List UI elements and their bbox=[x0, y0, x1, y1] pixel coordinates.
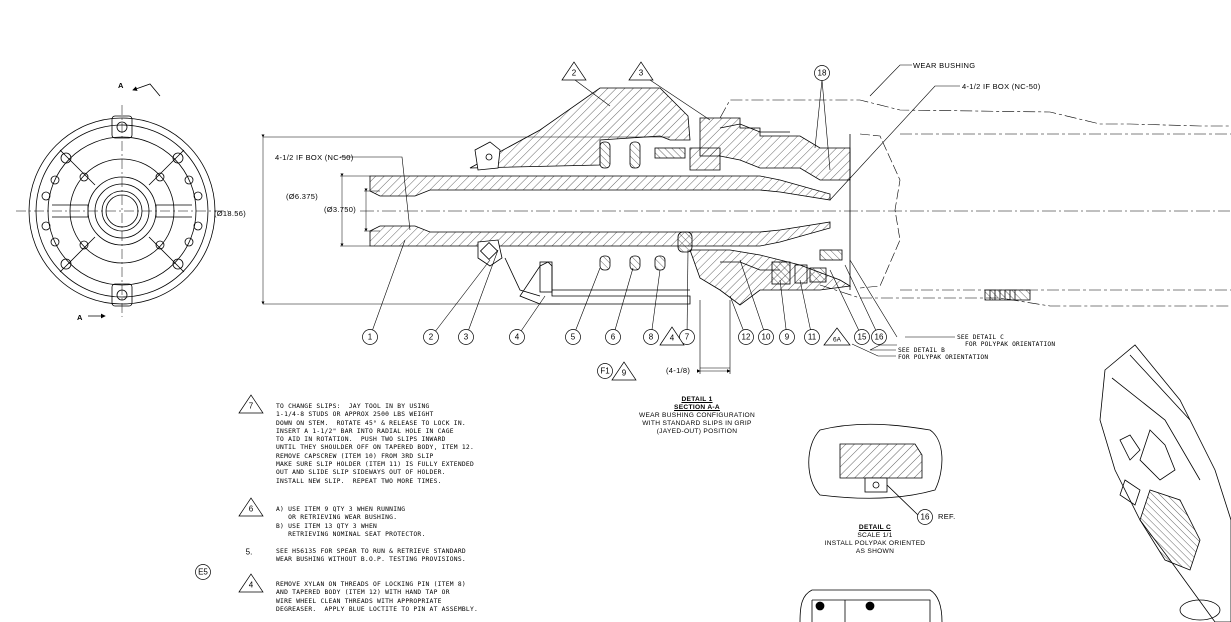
detail-1-section: SECTION A-A bbox=[674, 404, 720, 411]
detail-c-view bbox=[808, 423, 943, 516]
note-5-text: SEE H56135 FOR SPEAR TO RUN & RETRIEVE S… bbox=[276, 548, 466, 564]
svg-text:6A: 6A bbox=[833, 337, 842, 344]
balloon-item-4: 4 bbox=[509, 329, 525, 345]
section-marker-top: A bbox=[118, 81, 124, 90]
balloon-6a: 6A bbox=[823, 327, 851, 346]
svg-text:12: 12 bbox=[742, 333, 751, 342]
thread-callout-right: 4-1/2 IF BOX (NC-50) bbox=[962, 82, 1041, 91]
section-view bbox=[261, 87, 1231, 307]
balloon-item-11: 11 bbox=[804, 329, 820, 345]
svg-text:7: 7 bbox=[685, 333, 690, 342]
balloon-item-15: 15 bbox=[854, 329, 870, 345]
svg-text:5: 5 bbox=[571, 333, 576, 342]
dim-overall-dia: (Ø18.56) bbox=[214, 209, 246, 218]
svg-text:E5: E5 bbox=[198, 568, 208, 577]
detail-c-line2: INSTALL POLYPAK ORIENTED bbox=[824, 540, 926, 547]
delta-2: 2 bbox=[572, 69, 577, 78]
svg-text:18: 18 bbox=[818, 69, 827, 78]
balloon-item-9: 9 bbox=[779, 329, 795, 345]
delta-3: 3 bbox=[639, 69, 644, 78]
delta-note-6: 6 bbox=[249, 505, 254, 514]
svg-text:9: 9 bbox=[785, 333, 790, 342]
note-6-text: A) USE ITEM 9 QTY 3 WHEN RUNNING OR RETR… bbox=[276, 506, 426, 538]
see-detail-c-line2: FOR POLYPAK ORIENTATION bbox=[965, 341, 1055, 348]
detail-1-line2: WITH STANDARD SLIPS IN GRIP bbox=[642, 420, 752, 427]
balloon-item-12: 12 bbox=[738, 329, 754, 345]
svg-text:3: 3 bbox=[464, 333, 469, 342]
leader-lines bbox=[340, 64, 960, 374]
section-marker-bottom: A bbox=[77, 313, 83, 322]
svg-text:10: 10 bbox=[762, 333, 771, 342]
note-5-number: 5. bbox=[246, 548, 253, 557]
svg-text:16: 16 bbox=[921, 513, 930, 522]
detail-1-line3: (JAYED-OUT) POSITION bbox=[656, 428, 738, 435]
end-view bbox=[16, 83, 228, 319]
svg-text:16: 16 bbox=[875, 333, 884, 342]
detail-1-line1: WEAR BUSHING CONFIGURATION bbox=[638, 412, 756, 419]
detail-c-line3: AS SHOWN bbox=[855, 548, 895, 555]
note-7-text: TO CHANGE SLIPS: JAY TOOL IN BY USING 1-… bbox=[276, 403, 475, 485]
balloon-f1: F1 bbox=[597, 363, 613, 379]
see-detail-b-line2: FOR POLYPAK ORIENTATION bbox=[898, 354, 988, 361]
svg-text:4: 4 bbox=[515, 333, 520, 342]
detail-c-line1: SCALE 1/1 bbox=[857, 532, 893, 539]
balloon-item-8: 8 bbox=[643, 329, 659, 345]
balloon-item-1: 1 bbox=[362, 329, 378, 345]
delta-flags bbox=[238, 61, 685, 593]
wear-bushing-callout: WEAR BUSHING bbox=[913, 61, 975, 70]
balloon-item-2: 2 bbox=[423, 329, 439, 345]
balloon-item-3: 3 bbox=[458, 329, 474, 345]
detail-c-title: DETAIL C bbox=[858, 524, 892, 531]
balloon-e5: E5 bbox=[195, 564, 211, 580]
balloon-detail-c-16: 16 bbox=[917, 509, 933, 525]
delta-note-7: 7 bbox=[249, 402, 254, 411]
balloon-item-5: 5 bbox=[565, 329, 581, 345]
delta-note-4: 4 bbox=[249, 581, 254, 590]
svg-text:2: 2 bbox=[429, 333, 434, 342]
svg-text:F1: F1 bbox=[600, 367, 610, 376]
see-detail-b-line1: SEE DETAIL B bbox=[898, 347, 945, 354]
dim-body-dia: (Ø6.375) bbox=[286, 192, 318, 201]
svg-text:6: 6 bbox=[611, 333, 616, 342]
svg-text:11: 11 bbox=[808, 333, 817, 342]
balloon-item-10: 10 bbox=[758, 329, 774, 345]
dim-bore-dia: (Ø3.750) bbox=[324, 205, 356, 214]
dim-length-note: (4-1/8) bbox=[666, 366, 690, 375]
svg-text:8: 8 bbox=[649, 333, 654, 342]
ref-label: REF. bbox=[938, 512, 955, 521]
delta-9: 9 bbox=[622, 369, 627, 378]
note-4-text: REMOVE XYLAN ON THREADS OF LOCKING PIN (… bbox=[276, 581, 479, 613]
detail-1-title: DETAIL 1 bbox=[681, 396, 713, 403]
balloon-18: 18 bbox=[814, 65, 830, 81]
delta-4-row: 4 bbox=[670, 334, 675, 343]
svg-text:1: 1 bbox=[368, 333, 373, 342]
detail-c-caption: DETAIL C SCALE 1/1 INSTALL POLYPAK ORIEN… bbox=[800, 524, 950, 556]
see-detail-c-line1: SEE DETAIL C bbox=[957, 334, 1004, 341]
svg-text:15: 15 bbox=[858, 333, 867, 342]
balloon-item-7: 7 bbox=[679, 329, 695, 345]
detail-b-view bbox=[799, 589, 943, 622]
thread-callout-left: 4-1/2 IF BOX (NC-50) bbox=[275, 153, 354, 162]
balloon-item-6: 6 bbox=[605, 329, 621, 345]
detail-1-caption: DETAIL 1 SECTION A-A WEAR BUSHING CONFIG… bbox=[607, 396, 787, 436]
isometric-view bbox=[1099, 344, 1231, 622]
balloon-item-16: 16 bbox=[871, 329, 887, 345]
